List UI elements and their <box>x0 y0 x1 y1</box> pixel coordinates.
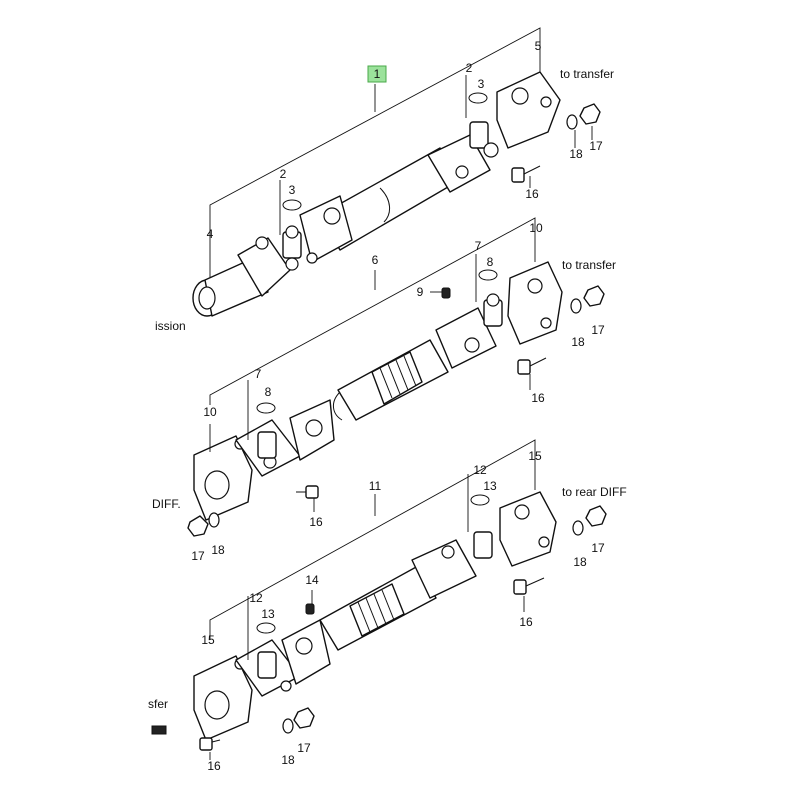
callout-18-top: 18 <box>569 147 583 161</box>
callout-2-top-left: 2 <box>280 167 287 181</box>
front-arrow-icon <box>151 725 167 735</box>
caption-ission: ission <box>155 319 186 333</box>
caption-diff: DIFF. <box>152 497 181 511</box>
callout-18-bottom-left: 18 <box>281 753 295 767</box>
callout-5: 5 <box>535 39 542 53</box>
callout-7-mid-right: 7 <box>475 239 482 253</box>
callout-3-top-right: 3 <box>478 77 485 91</box>
callout-highlight <box>367 65 387 83</box>
callout-10-mid-left: 10 <box>203 405 217 419</box>
callout-1: 1 <box>374 67 381 81</box>
shaft-assembly-2 <box>187 217 605 537</box>
callout-18-bottom-right: 18 <box>573 555 587 569</box>
callout-15-bottom-right: 15 <box>528 449 542 463</box>
callout-11: 11 <box>369 479 382 493</box>
callout-3-top-left: 3 <box>289 183 296 197</box>
callout-8-mid-left: 8 <box>265 385 272 399</box>
callout-16-mid-left: 16 <box>309 515 323 529</box>
caption-to-transfer-1: to transfer <box>560 67 614 81</box>
callout-16-bottom-right: 16 <box>519 615 533 629</box>
callout-16-top: 16 <box>525 187 539 201</box>
caption-to-rear-diff: to rear DIFF <box>562 485 627 499</box>
shaft-assembly-3 <box>193 439 607 760</box>
callout-12-bottom-right: 12 <box>473 463 487 477</box>
callout-14: 14 <box>305 573 319 587</box>
caption-to-transfer-2: to transfer <box>562 258 616 272</box>
callout-13-bottom-left: 13 <box>261 607 275 621</box>
callout-17-bottom-left: 17 <box>297 741 311 755</box>
callout-17-top: 17 <box>589 139 603 153</box>
callout-2-top-right: 2 <box>466 61 473 75</box>
caption-sfer: sfer <box>148 697 168 711</box>
callout-8-mid-right: 8 <box>487 255 494 269</box>
callout-16-bottom-left: 16 <box>207 759 221 773</box>
callout-16-mid-right: 16 <box>531 391 545 405</box>
shaft-assembly-1 <box>192 27 601 317</box>
callout-17-bottom-right: 17 <box>591 541 605 555</box>
callout-9: 9 <box>417 285 424 299</box>
callout-6: 6 <box>372 253 379 267</box>
callout-17-mid-left: 17 <box>191 549 205 563</box>
callout-15-bottom-left: 15 <box>201 633 215 647</box>
callout-13-bottom-right: 13 <box>483 479 497 493</box>
callout-17-mid-right: 17 <box>591 323 605 337</box>
callout-18-mid-right: 18 <box>571 335 585 349</box>
callout-10-mid-right: 10 <box>529 221 543 235</box>
callout-12-bottom-left: 12 <box>249 591 263 605</box>
callout-18-mid-left: 18 <box>211 543 225 557</box>
callout-4: 4 <box>207 227 214 241</box>
callout-7-mid-left: 7 <box>255 367 262 381</box>
